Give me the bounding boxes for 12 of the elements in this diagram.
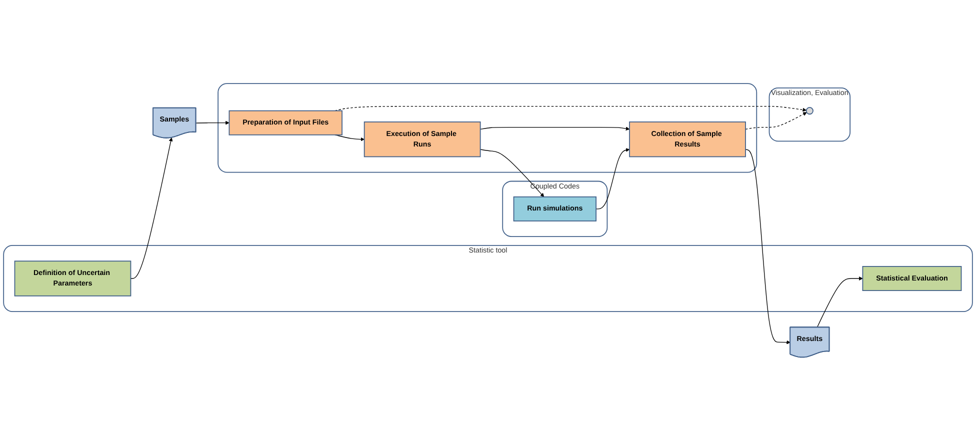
arrow (816, 276, 863, 328)
arrow (480, 126, 630, 131)
arrow (334, 106, 807, 112)
arrow (480, 149, 544, 198)
arrow (745, 149, 790, 344)
arrow (745, 112, 807, 130)
node-circle (806, 107, 814, 115)
arrow (130, 138, 173, 279)
arrow (196, 120, 230, 125)
arrow (596, 148, 630, 210)
cluster (218, 83, 758, 173)
arrow (334, 134, 365, 142)
